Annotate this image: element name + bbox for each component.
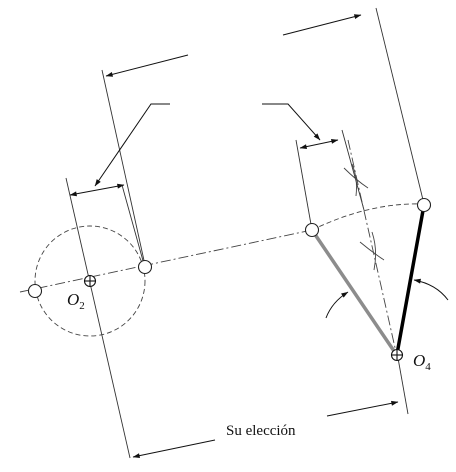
extension-line-o4	[397, 357, 409, 415]
centerline	[19, 229, 313, 293]
arc-mark-3	[359, 241, 385, 261]
dimension-bottom-right	[326, 400, 399, 417]
label-su-eleccion: Su elección	[226, 423, 296, 439]
label-o2: O2	[67, 290, 85, 312]
leader-right	[262, 103, 321, 141]
joint-left	[27, 283, 43, 299]
dimension-small-left	[69, 183, 125, 197]
dimension-top-right	[282, 14, 362, 36]
dimension-small-right	[299, 138, 339, 150]
pivot-o2-icon	[83, 274, 97, 288]
arc-mark-2	[351, 163, 357, 197]
label-o4: O4	[413, 351, 431, 373]
bisector-line	[347, 139, 397, 353]
joint-a	[137, 259, 153, 275]
rocker-link-black	[395, 203, 426, 356]
pivot-o4-icon	[390, 348, 404, 362]
label-o4-subscript: 4	[425, 361, 431, 373]
leader-lines	[94, 103, 321, 187]
label-o2-subscript: 2	[79, 300, 85, 312]
joints	[27, 197, 432, 299]
arc-mark-4	[371, 231, 377, 271]
leader-left	[94, 103, 170, 187]
extension-lines	[65, 7, 425, 459]
coupler-link-gray	[310, 228, 398, 356]
extension-line-right-long	[375, 7, 425, 205]
crank-circle	[34, 225, 146, 337]
extension-line-circle-right	[121, 184, 146, 269]
joint-c	[416, 197, 432, 213]
construction-lines	[19, 139, 425, 353]
dimension-lines	[69, 14, 399, 459]
dimension-top-left	[105, 54, 189, 77]
extension-line-left-long	[101, 69, 146, 266]
extension-line-mid	[341, 129, 365, 211]
extension-line-c	[295, 139, 313, 231]
extension-line-o2	[65, 177, 131, 459]
joint-b	[304, 222, 320, 238]
construction-arcs	[343, 163, 385, 271]
dimension-bottom-left	[132, 439, 216, 459]
angle-arrow-right	[413, 278, 449, 301]
rocker-arc	[311, 203, 425, 231]
angle-arrow-left	[325, 291, 349, 319]
angle-arrows	[325, 278, 449, 319]
